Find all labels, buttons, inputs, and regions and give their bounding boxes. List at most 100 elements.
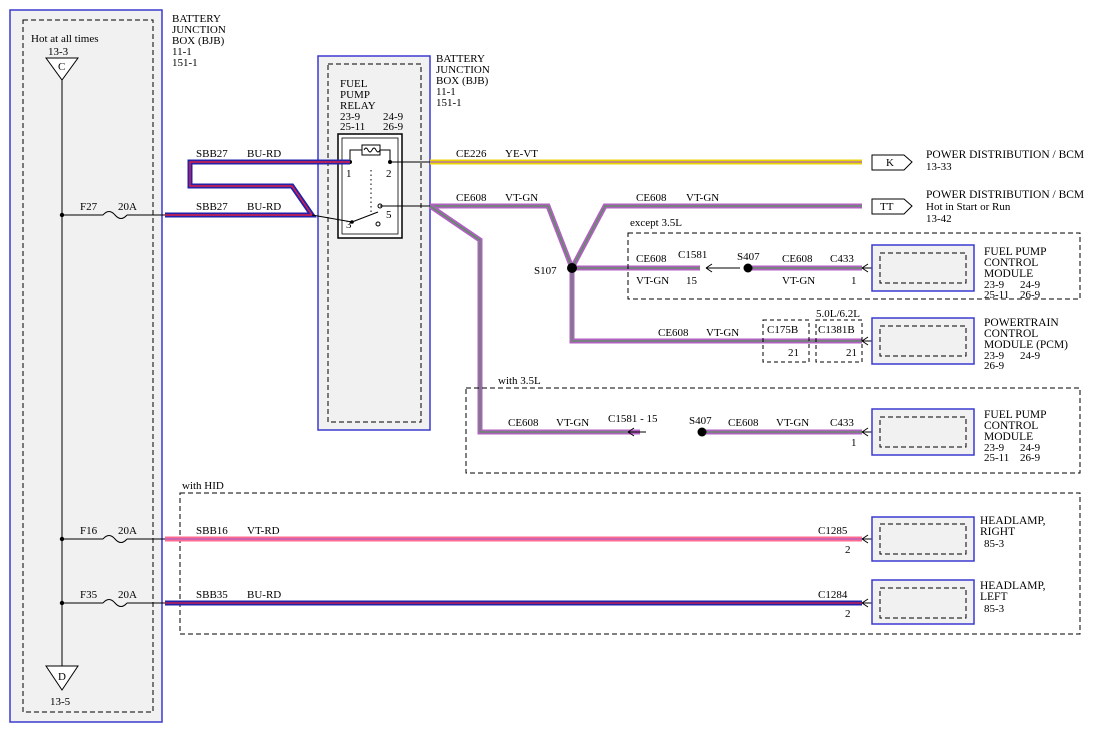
fuse-f16-rating: 20A xyxy=(118,525,137,537)
pcm-variant-label: 5.0L/6.2L xyxy=(816,308,860,320)
terminal-tt-hot: Hot in Start or Run xyxy=(926,201,1011,213)
bjb-mid-title: BATTERY JUNCTION BOX (BJB) 11-1 151-1 xyxy=(436,53,490,109)
fuel-pump-module-35l-icon xyxy=(871,408,975,456)
bjb-hot-label: Hot at all times xyxy=(31,33,99,45)
hid-right-module-1: HEADLAMP, xyxy=(980,515,1046,527)
bjb-left-title-2: JUNCTION xyxy=(172,24,226,36)
with-left-color: VT-GN xyxy=(556,417,589,429)
relay-ref-1: 23-9 xyxy=(340,111,361,123)
except-module-3: MODULE xyxy=(984,268,1033,280)
hid-left-pin: 2 xyxy=(845,608,851,620)
except-left-circuit: CE608 xyxy=(636,253,667,265)
wire-ce608-b-color: VT-GN xyxy=(686,192,719,204)
headlamp-left-icon xyxy=(871,579,975,625)
pcm-pin-b: 21 xyxy=(846,347,857,359)
hid-left-connector: C1284 xyxy=(818,589,848,601)
fuse-f27: F27 20A xyxy=(59,201,165,219)
terminal-k: K POWER DISTRIBUTION / BCM 13-33 xyxy=(871,149,1084,173)
fuse-f16-icon xyxy=(102,535,128,543)
relay-ref-4: 26-9 xyxy=(383,121,404,133)
bjb-bottom-ref: 13-5 xyxy=(50,696,71,708)
pcm-circuit: CE608 xyxy=(658,327,689,339)
pcm-module-icon xyxy=(871,317,975,365)
wire-sbb27-top-color: BU-RD xyxy=(247,148,281,160)
splice-s107-label: S107 xyxy=(534,265,557,277)
bjb-left-title: BATTERY JUNCTION BOX (BJB) 11-1 151-1 xyxy=(172,13,226,69)
bjb-left-title-4: 11-1 xyxy=(172,46,192,58)
terminal-tt-label: TT xyxy=(880,201,894,213)
with-splice-icon xyxy=(697,427,707,437)
with-connector2: C433 xyxy=(830,417,854,429)
relay-title-3: RELAY xyxy=(340,100,376,112)
with-splice: S407 xyxy=(689,415,712,427)
bjb-mid-title-2: JUNCTION xyxy=(436,64,490,76)
splice-s107: S107 xyxy=(534,263,577,277)
section-with-hid: with HID SBB16 VT-RD C1285 2 HEADLAMP, R… xyxy=(165,480,1081,635)
hid-left-module-3: 85-3 xyxy=(984,603,1005,615)
except-label: except 3.5L xyxy=(630,217,682,229)
fuse-f35: F35 20A xyxy=(59,589,165,607)
wire-sbb27-bottom-color: BU-RD xyxy=(247,201,281,213)
with-module-1: FUEL PUMP xyxy=(984,409,1047,421)
with-right-circuit: CE608 xyxy=(728,417,759,429)
connector-d-label: D xyxy=(58,671,66,683)
except-module-4: 23-9 xyxy=(984,279,1005,291)
with-module-5: 24-9 xyxy=(1020,442,1041,454)
with-pin2: 1 xyxy=(851,437,857,449)
relay-pin-5: 5 xyxy=(386,209,392,221)
wire-sbb35-circuit: SBB35 xyxy=(196,589,228,601)
bjb-left-title-5: 151-1 xyxy=(172,57,198,69)
fuse-f16-name: F16 xyxy=(80,525,98,537)
wire-sbb27: SBB27 BU-RD SBB27 BU-RD xyxy=(165,148,353,223)
with-label: with 3.5L xyxy=(498,375,541,387)
with-module-2: CONTROL xyxy=(984,420,1038,432)
except-module-2: CONTROL xyxy=(984,257,1038,269)
with-module-7: 26-9 xyxy=(1020,452,1041,464)
hid-left-module-1: HEADLAMP, xyxy=(980,580,1046,592)
fuse-f27-icon xyxy=(102,211,128,219)
section-with-35l: with 3.5L CE608 VT-GN C1581 - 15 S407 CE… xyxy=(465,375,1081,474)
pcm-connector-a: C175B xyxy=(767,324,798,336)
with-connector1-icon xyxy=(627,427,646,437)
bjb-mid: FUEL PUMP RELAY 23-9 24-9 25-11 26-9 1 2… xyxy=(317,55,431,431)
pcm-connector-b: C1381B xyxy=(818,324,855,336)
relay-ref-2: 24-9 xyxy=(383,111,404,123)
fuse-f27-rating: 20A xyxy=(118,201,137,213)
fuse-f35-name: F35 xyxy=(80,589,98,601)
wire-ce608-trunk: CE608 VT-GN CE608 VT-GN xyxy=(380,192,862,435)
relay-ref-3: 25-11 xyxy=(340,121,365,133)
terminal-k-label: K xyxy=(886,157,894,169)
pcm-module-6: 26-9 xyxy=(984,360,1005,372)
with-left-circuit: CE608 xyxy=(508,417,539,429)
hid-right-connector: C1285 xyxy=(818,525,848,537)
fuse-f27-name: F27 xyxy=(80,201,98,213)
pcm-module-1: POWERTRAIN xyxy=(984,317,1059,329)
except-pin2: 1 xyxy=(851,275,857,287)
hid-right-module-2: RIGHT xyxy=(980,526,1015,538)
wire-sbb16-color: VT-RD xyxy=(247,525,280,537)
fuse-f16: F16 20A xyxy=(59,525,165,543)
wire-ce226-color: YE-VT xyxy=(505,148,538,160)
except-splice: S407 xyxy=(737,251,760,263)
except-module-5: 24-9 xyxy=(1020,279,1041,291)
pcm-module-5: 24-9 xyxy=(1020,350,1041,362)
pcm-pin-a: 21 xyxy=(788,347,799,359)
terminal-k-dest: POWER DISTRIBUTION / BCM xyxy=(926,149,1084,161)
terminal-tt-ref: 13-42 xyxy=(926,213,952,225)
bjb-left-title-1: BATTERY xyxy=(172,13,221,25)
relay-pin-3: 3 xyxy=(346,219,352,231)
bjb-mid-title-4: 11-1 xyxy=(436,86,456,98)
with-module-6: 25-11 xyxy=(984,452,1009,464)
hid-right-module-3: 85-3 xyxy=(984,538,1005,550)
except-connector1: C1581 xyxy=(678,249,707,261)
with-module-3: MODULE xyxy=(984,431,1033,443)
pcm-module-2: CONTROL xyxy=(984,328,1038,340)
wire-sbb27-top-circuit: SBB27 xyxy=(196,148,228,160)
section-pcm: CE608 VT-GN 5.0L/6.2L C175B 21 C1381B 21… xyxy=(658,308,1068,372)
bjb-left-title-3: BOX (BJB) xyxy=(172,35,225,47)
wire-ce226: CE226 YE-VT xyxy=(390,148,862,165)
pcm-color: VT-GN xyxy=(706,327,739,339)
terminal-k-ref: 13-33 xyxy=(926,161,952,173)
wire-sbb35-color: BU-RD xyxy=(247,589,281,601)
